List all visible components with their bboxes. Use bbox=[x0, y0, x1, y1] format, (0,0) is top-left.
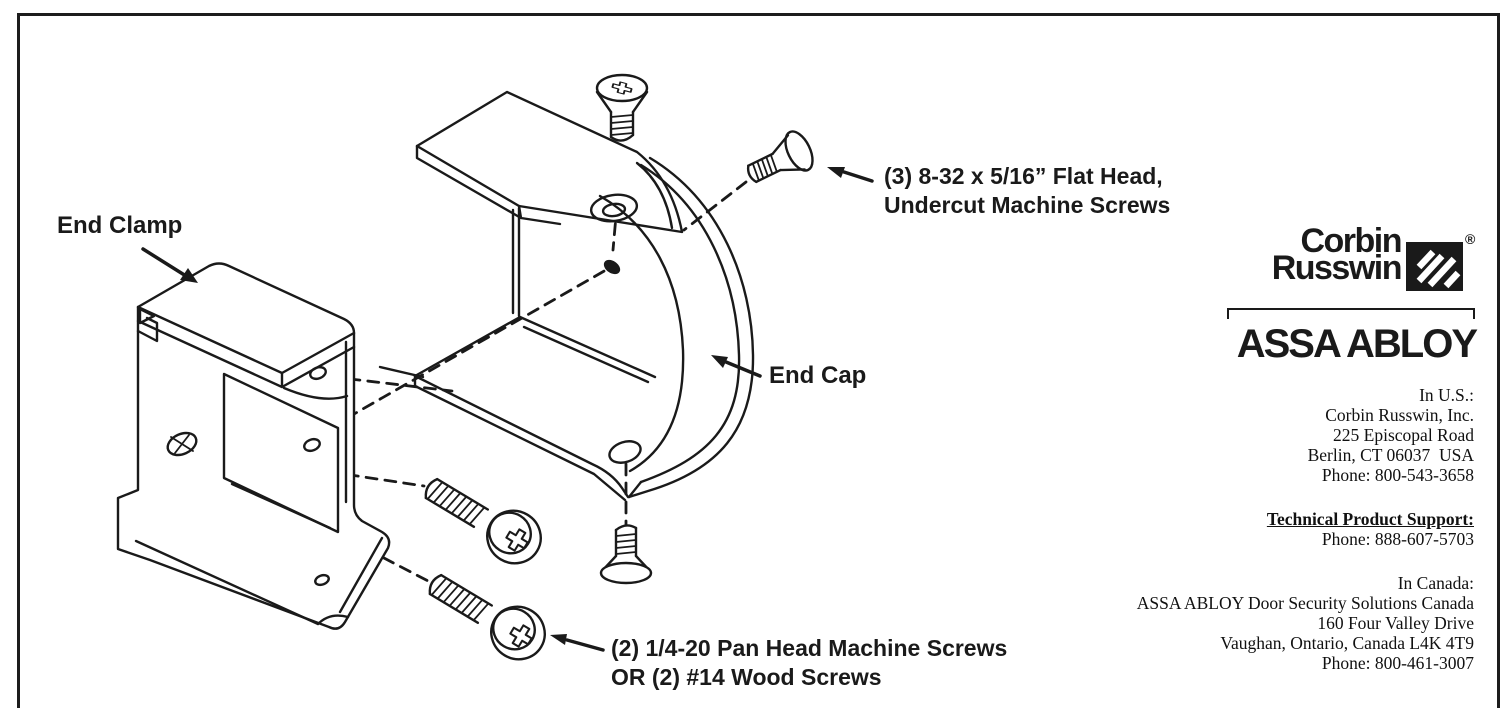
pan-head-screw-2 bbox=[428, 573, 546, 661]
us-contact-line: Phone: 800-543-3658 bbox=[1321, 465, 1474, 485]
corbin-wordmark-line: Corbin bbox=[1300, 222, 1402, 260]
flat-head-screws-label-line1: (3) 8-32 x 5/16” Flat Head, bbox=[884, 163, 1163, 189]
flat-head-screws-label-line2: Undercut Machine Screws bbox=[884, 192, 1171, 218]
callout-arrows bbox=[141, 167, 874, 652]
us-contact-line: 225 Episcopal Road bbox=[1333, 425, 1474, 445]
canada-contact-line: Vaughan, Ontario, Canada L4K 4T9 bbox=[1220, 633, 1474, 653]
canada-contact-line: ASSA ABLOY Door Security Solutions Canad… bbox=[1136, 593, 1474, 613]
us-contact-line: Berlin, CT 06037 USA bbox=[1307, 445, 1474, 465]
assa-abloy-wordmark: ASSA ABLOY bbox=[1236, 322, 1478, 366]
tech-support-block: Technical Product Support: Phone: 888-60… bbox=[1137, 509, 1474, 549]
flat-head-screw-top bbox=[595, 73, 649, 142]
flat-head-screws-label: (3) 8-32 x 5/16” Flat Head, Undercut Mac… bbox=[884, 162, 1170, 220]
us-contact-heading: In U.S.: bbox=[1419, 385, 1474, 405]
pan-head-screws-label-line1: (2) 1/4-20 Pan Head Machine Screws bbox=[611, 635, 1008, 661]
registered-trademark-symbol: ® bbox=[1465, 231, 1476, 247]
canada-contact-block: In Canada: ASSA ABLOY Door Security Solu… bbox=[1137, 573, 1474, 673]
corbin-russwin-wordmark: Corbin Russwin bbox=[1271, 222, 1403, 287]
logo-divider-bracket bbox=[1227, 308, 1475, 319]
end-clamp-drawing bbox=[116, 262, 391, 630]
end-clamp-label: End Clamp bbox=[57, 212, 183, 239]
canada-contact-line: Phone: 800-461-3007 bbox=[1321, 653, 1474, 673]
pan-head-screws-label: (2) 1/4-20 Pan Head Machine Screws OR (2… bbox=[611, 634, 1007, 692]
pan-head-screws-label-line2: OR (2) #14 Wood Screws bbox=[611, 664, 882, 690]
end-cap-drawing bbox=[378, 90, 755, 502]
page-border bbox=[17, 13, 1500, 708]
corbin-russwin-hallmark-icon bbox=[1406, 242, 1463, 291]
russwin-wordmark-line: Russwin bbox=[1271, 249, 1403, 287]
flat-head-screw-bottom bbox=[599, 524, 653, 585]
tech-support-heading: Technical Product Support: bbox=[1266, 509, 1474, 529]
contact-info: In U.S.: Corbin Russwin, Inc. 225 Episco… bbox=[1137, 385, 1474, 697]
pan-head-screw-1 bbox=[424, 477, 542, 565]
us-contact-line: Corbin Russwin, Inc. bbox=[1325, 405, 1474, 425]
canada-contact-line: 160 Four Valley Drive bbox=[1317, 613, 1474, 633]
tech-support-phone: Phone: 888-607-5703 bbox=[1321, 529, 1474, 549]
canada-contact-heading: In Canada: bbox=[1397, 573, 1474, 593]
us-contact-block: In U.S.: Corbin Russwin, Inc. 225 Episco… bbox=[1137, 385, 1474, 485]
end-cap-label: End Cap bbox=[769, 362, 867, 389]
flat-head-screw-right bbox=[746, 130, 814, 184]
